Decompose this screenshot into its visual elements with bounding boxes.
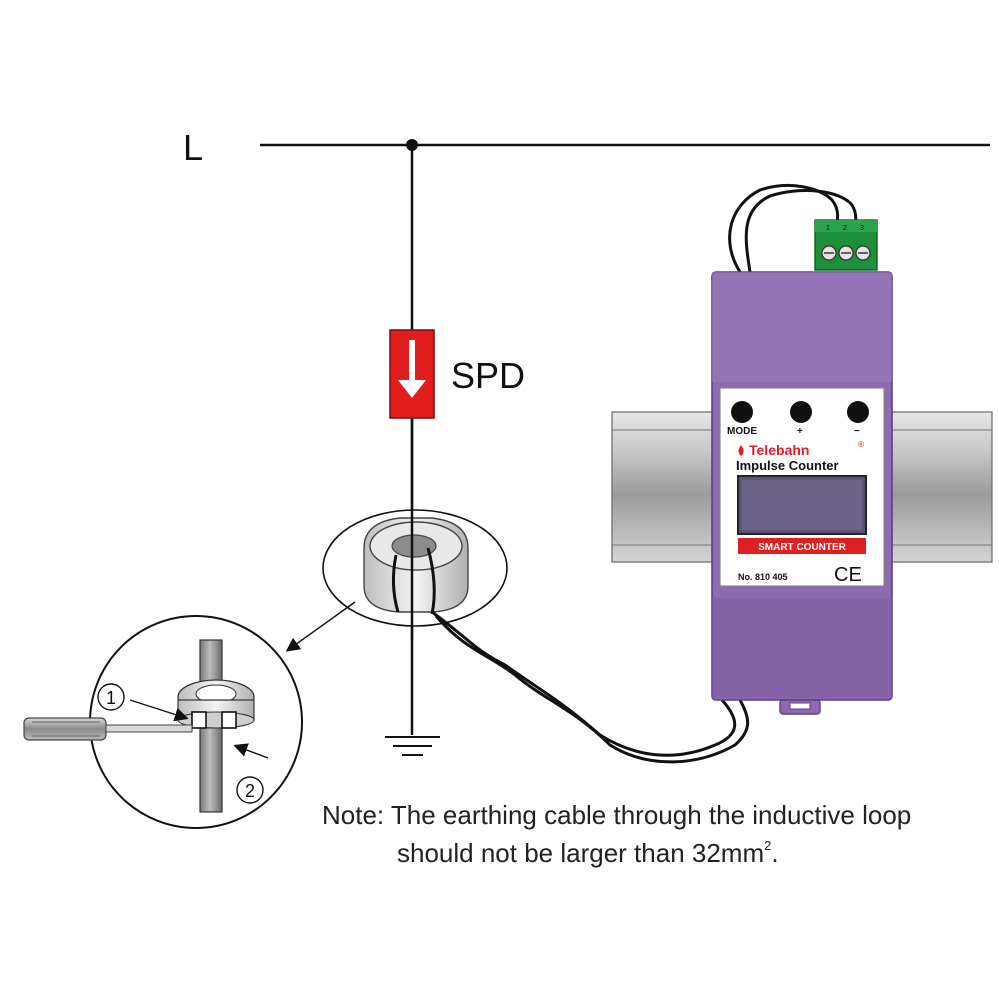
- device-title: Impulse Counter: [736, 458, 839, 473]
- spd-label: SPD: [451, 355, 525, 396]
- spd-symbol: [389, 329, 435, 419]
- line-conductor: [260, 139, 990, 330]
- plus-label: +: [797, 426, 803, 437]
- terminal-1-label: 1: [826, 225, 830, 232]
- line-label: L: [183, 127, 203, 168]
- plus-button[interactable]: [790, 401, 812, 423]
- installation-detail: 1 2: [23, 615, 303, 829]
- brand-name: Telebahn: [749, 442, 809, 458]
- note-line-2-end: .: [771, 838, 778, 868]
- impulse-counter-device: MODE + − Telebahn ® Impulse Counter SMAR…: [711, 271, 893, 715]
- note-line-2: should not be larger than 32mm2.: [397, 838, 779, 868]
- mode-label: MODE: [727, 426, 757, 437]
- note-line-2-text: should not be larger than 32mm: [397, 838, 764, 868]
- note-line-1: Note: The earthing cable through the ind…: [322, 800, 911, 830]
- flame-logo-icon: [738, 445, 744, 456]
- minus-label: −: [854, 426, 860, 437]
- step2-arrow: [233, 743, 269, 759]
- signal-cable: [431, 610, 750, 764]
- minus-button[interactable]: [847, 401, 869, 423]
- clip-icon: [191, 711, 207, 729]
- terminal-cable: [728, 183, 858, 273]
- step1-marker: [97, 683, 125, 711]
- step1-label: 1: [106, 688, 116, 708]
- inductive-loop-callout: [322, 418, 508, 640]
- registered-mark: ®: [858, 440, 864, 449]
- down-arrow-icon: [398, 380, 426, 398]
- step2-label: 2: [245, 781, 255, 801]
- step1-arrow: [129, 699, 189, 722]
- step2-marker: [236, 776, 264, 804]
- screwdriver-icon: [23, 717, 193, 741]
- terminal-2-label: 2: [843, 225, 847, 232]
- ce-mark: CE: [834, 564, 862, 586]
- note-superscript: 2: [764, 838, 771, 853]
- model-number: No. 810 405: [738, 572, 788, 582]
- mode-button[interactable]: [731, 401, 753, 423]
- terminal-3-label: 3: [860, 225, 864, 232]
- banner-label: SMART COUNTER: [758, 542, 847, 553]
- junction-dot: [406, 139, 418, 151]
- terminal-block: 1 2 3: [814, 219, 878, 271]
- callout-pointer: [285, 601, 356, 652]
- clip-icon: [221, 711, 237, 729]
- smart-counter-banner: [738, 538, 866, 554]
- ground-icon: [385, 736, 440, 756]
